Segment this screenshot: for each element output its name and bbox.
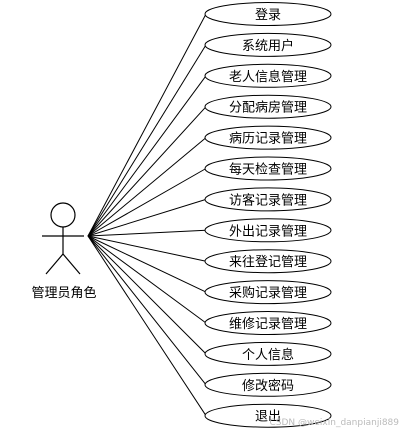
actor-label: 管理员角色 — [31, 285, 96, 301]
use-case-list: 登录系统用户老人信息管理分配病房管理病历记录管理每天检查管理访客记录管理外出记录… — [204, 2, 332, 428]
actor-head — [50, 202, 76, 228]
use-case-node: 系统用户 — [204, 32, 332, 57]
use-case-node: 每天检查管理 — [204, 156, 332, 181]
use-case-ellipse — [204, 2, 332, 26]
use-case-label: 退出 — [255, 410, 281, 425]
use-case-node: 采购记录管理 — [204, 280, 332, 305]
use-case-ellipse — [204, 280, 332, 305]
connector-line — [87, 198, 207, 237]
use-case-label: 每天检查管理 — [229, 162, 307, 178]
use-case-label: 外出记录管理 — [229, 224, 307, 239]
use-case-label: 修改密码 — [242, 378, 294, 394]
connector-line — [87, 44, 207, 237]
connector-lines — [87, 13, 207, 416]
use-case-ellipse — [204, 94, 332, 119]
use-case-ellipse — [204, 187, 332, 212]
actor: 管理员角色 — [31, 202, 97, 301]
use-case-node: 访客记录管理 — [204, 187, 332, 212]
use-case-node: 修改密码 — [204, 372, 332, 397]
connector-line — [87, 235, 207, 386]
use-case-ellipse — [204, 218, 332, 243]
use-case-ellipse — [204, 63, 332, 88]
use-case-ellipse — [204, 372, 332, 397]
connector-line — [87, 235, 207, 355]
use-case-node: 维修记录管理 — [204, 311, 332, 335]
actor-right-leg — [62, 253, 81, 275]
use-case-node: 老人信息管理 — [204, 63, 332, 88]
use-case-node: 分配病房管理 — [204, 94, 332, 119]
connector-line — [87, 235, 207, 293]
connector-line — [87, 106, 207, 237]
use-case-label: 登录 — [255, 8, 281, 23]
use-case-node: 病历记录管理 — [204, 125, 332, 150]
use-case-label: 老人信息管理 — [229, 69, 307, 85]
connector-line — [87, 13, 207, 237]
use-case-ellipse — [204, 403, 332, 428]
connector-line — [87, 235, 207, 324]
use-case-label: 采购记录管理 — [229, 285, 307, 301]
connector-line — [87, 229, 207, 237]
use-case-ellipse — [204, 341, 332, 366]
use-case-node: 登录 — [204, 2, 332, 26]
use-case-node: 外出记录管理 — [204, 218, 332, 243]
use-case-ellipse — [204, 249, 332, 274]
use-case-ellipse — [204, 125, 332, 150]
use-case-label: 访客记录管理 — [229, 192, 307, 208]
use-case-label: 来往登记管理 — [229, 255, 307, 270]
watermark: CSDN @weixin_danpianji889 — [270, 418, 400, 428]
connector-line — [87, 235, 207, 262]
use-case-label: 系统用户 — [242, 38, 294, 54]
use-case-label: 个人信息 — [242, 347, 294, 363]
use-case-label: 分配病房管理 — [229, 100, 307, 116]
connector-line — [87, 235, 207, 416]
use-case-ellipse — [204, 311, 332, 335]
use-case-label: 维修记录管理 — [229, 317, 307, 332]
actor-left-leg — [45, 253, 64, 275]
use-case-ellipse — [204, 32, 332, 57]
connector-line — [87, 75, 207, 237]
use-case-label: 病历记录管理 — [229, 132, 307, 147]
connector-line — [87, 168, 207, 237]
use-case-node: 来往登记管理 — [204, 249, 332, 274]
use-case-node: 个人信息 — [204, 341, 332, 366]
use-case-node: 退出 — [204, 403, 332, 428]
connector-line — [87, 137, 207, 237]
use-case-ellipse — [204, 156, 332, 181]
